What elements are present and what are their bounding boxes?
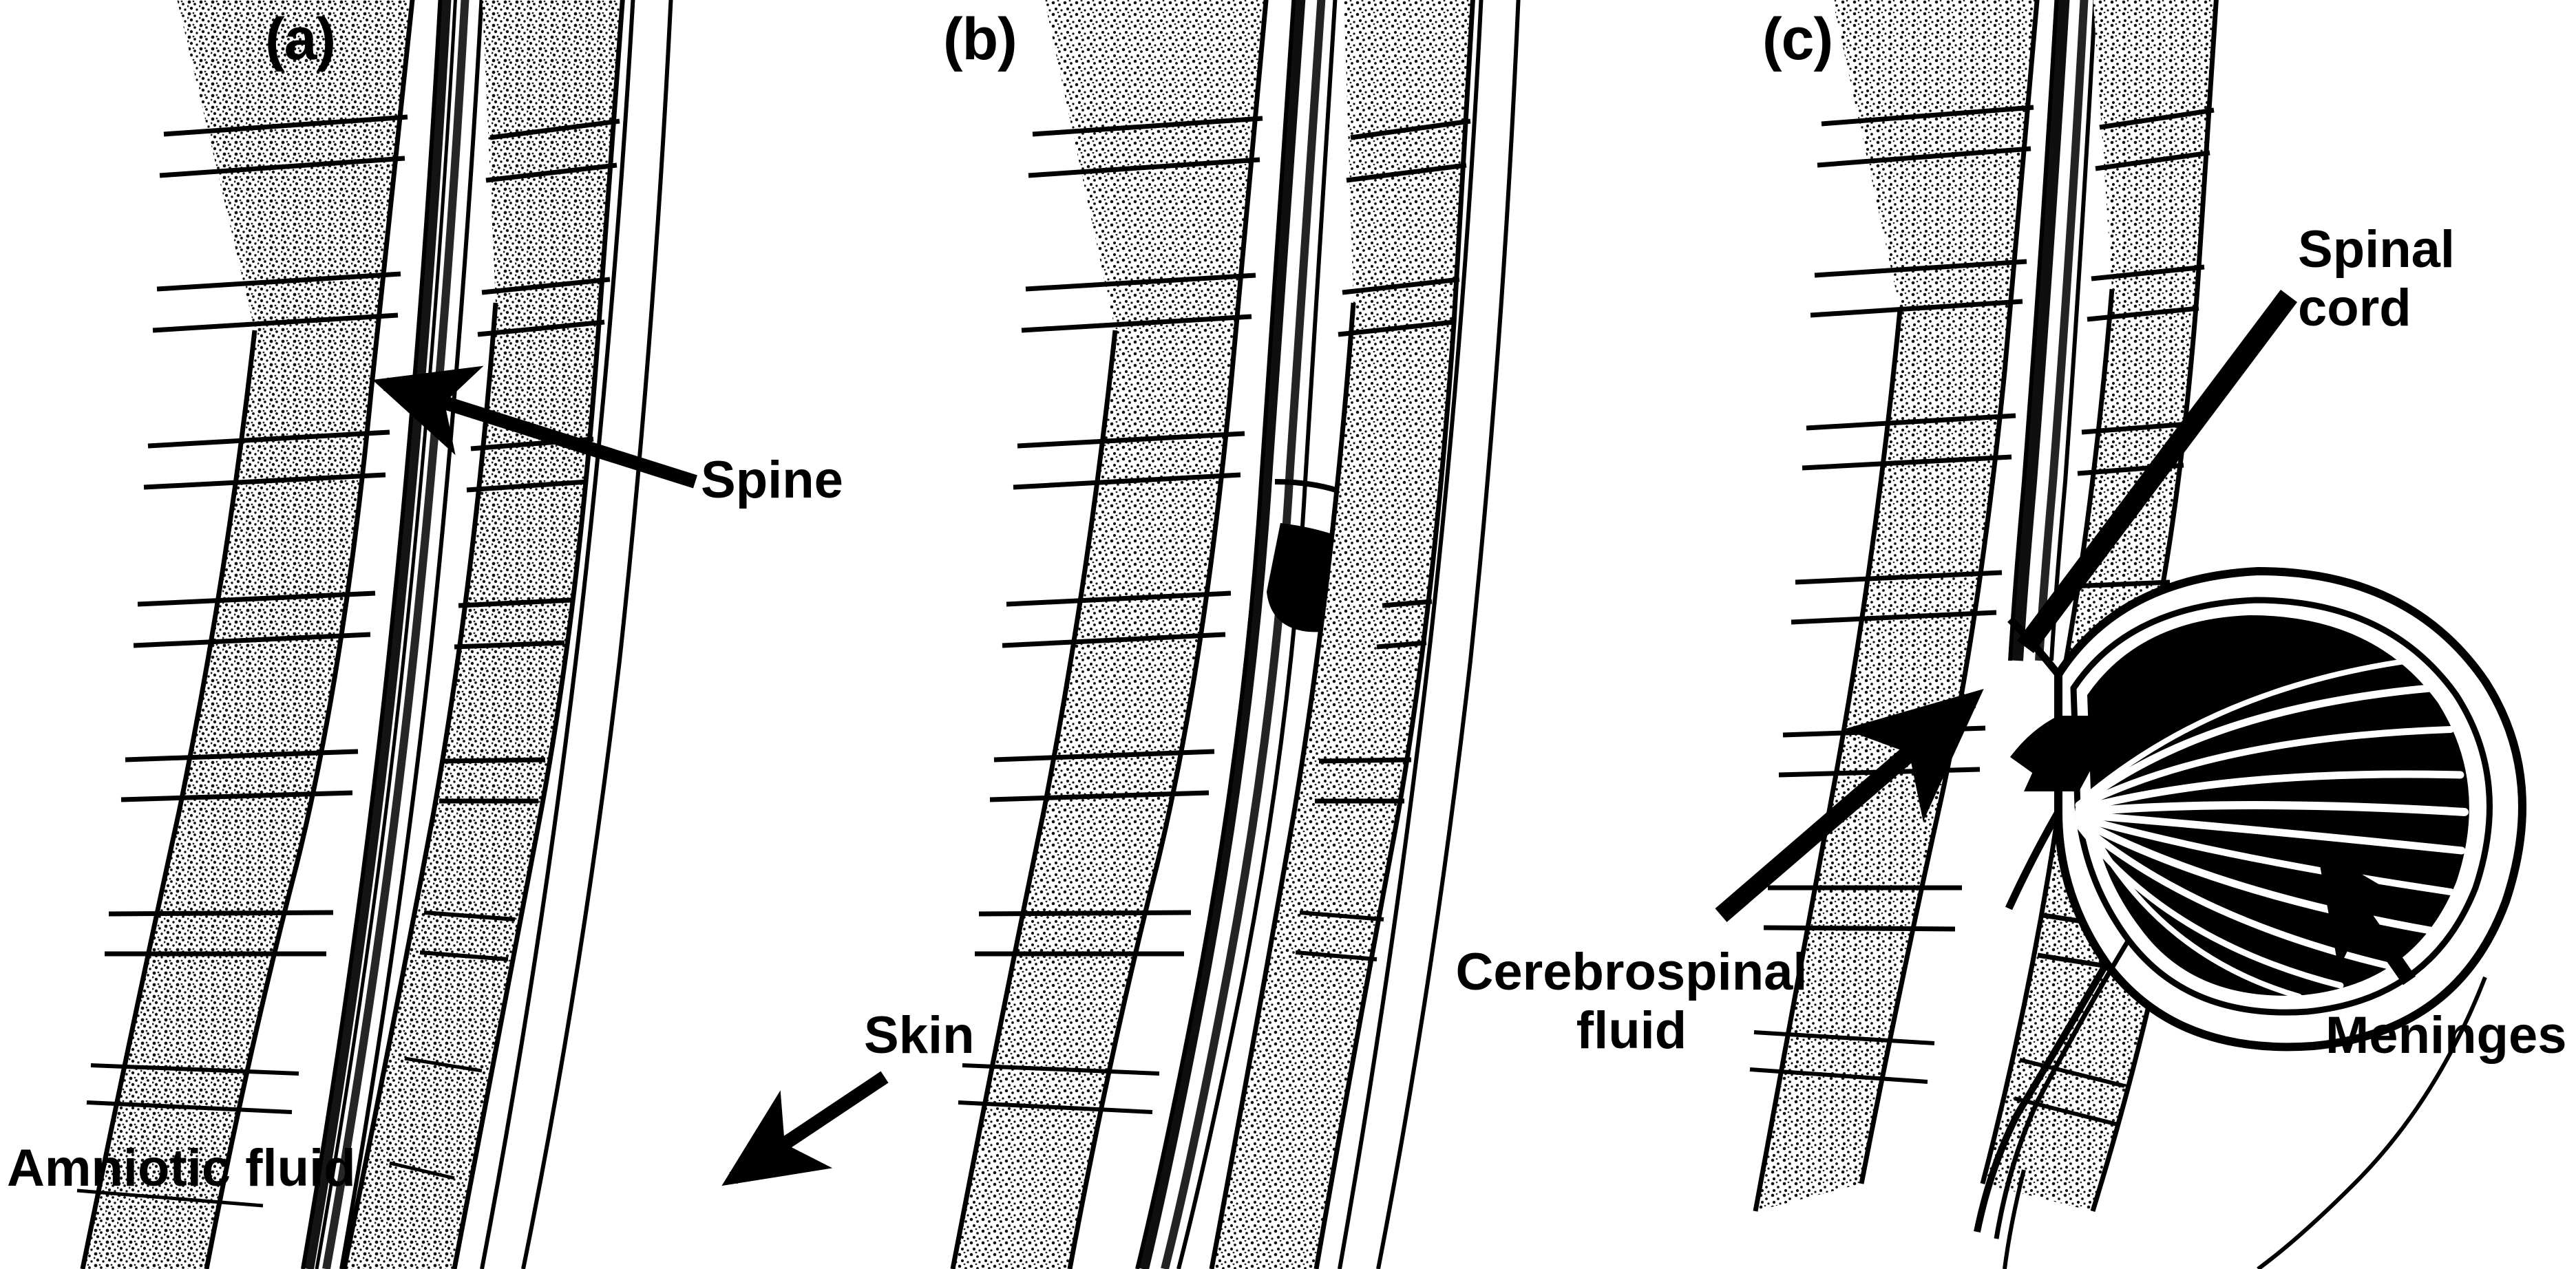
panel-b-illustration [950,0,1521,1269]
annotation-meninges-label: Meninges [2325,1006,2567,1065]
panel-a-normal-spine: (a) [0,0,922,1269]
annotation-skin-label: Skin [864,1006,975,1065]
vertebral-body-column [950,0,1269,1269]
annotation-spine-label: Spine [701,451,843,509]
skin-contour [2003,976,2487,1269]
panel-label-b: (b) [943,6,1017,72]
annotation-amniotic-fluid-label: Amniotic fluid [7,1139,356,1197]
annotation-spinal-cord-label: Spinal cord [2298,220,2456,338]
panel-label-c: (c) [1762,6,1833,72]
panel-label-a: (a) [265,6,336,72]
panel-a-illustration [76,0,673,1269]
annotation-cerebrospinal-fluid-label: Cerebrospinal fluid [1455,943,1808,1060]
spinal-cord-canal [301,0,484,1269]
panel-c-illustration [1749,0,2526,1269]
panel-c-myelomeningocele: (c) [1735,0,2576,1269]
skin-contour [480,0,673,1269]
panel-b-occulta: (b) [922,0,1735,1269]
skin-contour [1338,0,1521,1269]
